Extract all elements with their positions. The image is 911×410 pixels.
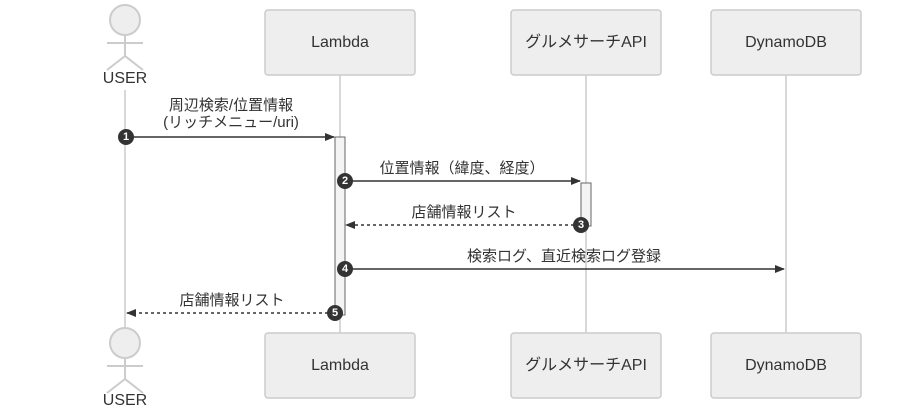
participant-lambda-top: Lambda (264, 9, 416, 76)
message-label: 周辺検索/位置情報 (169, 97, 293, 114)
actor-user-top: USER (103, 4, 147, 87)
participant-lambda-bottom: Lambda (264, 332, 416, 399)
participant-label: Lambda (311, 357, 369, 374)
sequence-number-badge (118, 129, 134, 145)
message-3: 店舗情報リスト 3 (345, 204, 589, 233)
participant-label: グルメサーチAPI (525, 356, 647, 374)
participant-label: Lambda (311, 34, 369, 51)
activation-lambda (334, 136, 346, 316)
message-4: 検索ログ、直近検索ログ登録 4 (337, 248, 785, 277)
sequence-number: 1 (123, 131, 129, 143)
actor-user-label: USER (103, 392, 147, 409)
participant-label: グルメサーチAPI (525, 33, 647, 51)
message-1: 周辺検索/位置情報 (リッチメニュー/uri) 1 (118, 97, 335, 145)
actor-user-bottom: USER (103, 327, 147, 409)
message-label: 検索ログ、直近検索ログ登録 (467, 248, 661, 265)
sequence-number: 4 (342, 263, 349, 275)
sequence-number: 3 (578, 219, 584, 231)
message-label: 位置情報（緯度、経度） (379, 160, 544, 177)
message-label: (リッチメニュー/uri) (163, 114, 299, 131)
participant-dynamo-bottom: DynamoDB (710, 332, 862, 399)
participant-label: DynamoDB (745, 357, 827, 374)
actor-head-icon (109, 327, 141, 359)
sequence-number-badge (337, 261, 353, 277)
sequence-number: 5 (332, 307, 338, 319)
message-5: 店舗情報リスト 5 (126, 292, 343, 321)
actor-user-label: USER (103, 70, 147, 87)
participant-label: DynamoDB (745, 34, 827, 51)
message-label: 店舗情報リスト (411, 204, 516, 221)
sequence-number: 2 (342, 175, 348, 187)
message-2: 位置情報（緯度、経度） 2 (337, 160, 581, 189)
participant-gurunavi-top: グルメサーチAPI (510, 9, 662, 76)
participant-gurunavi-bottom: グルメサーチAPI (510, 332, 662, 399)
sequence-number-badge (573, 217, 589, 233)
sequence-number-badge (327, 305, 343, 321)
message-label: 店舗情報リスト (179, 292, 284, 309)
sequence-number-badge (337, 173, 353, 189)
participant-dynamo-top: DynamoDB (710, 9, 862, 76)
actor-head-icon (109, 4, 141, 36)
